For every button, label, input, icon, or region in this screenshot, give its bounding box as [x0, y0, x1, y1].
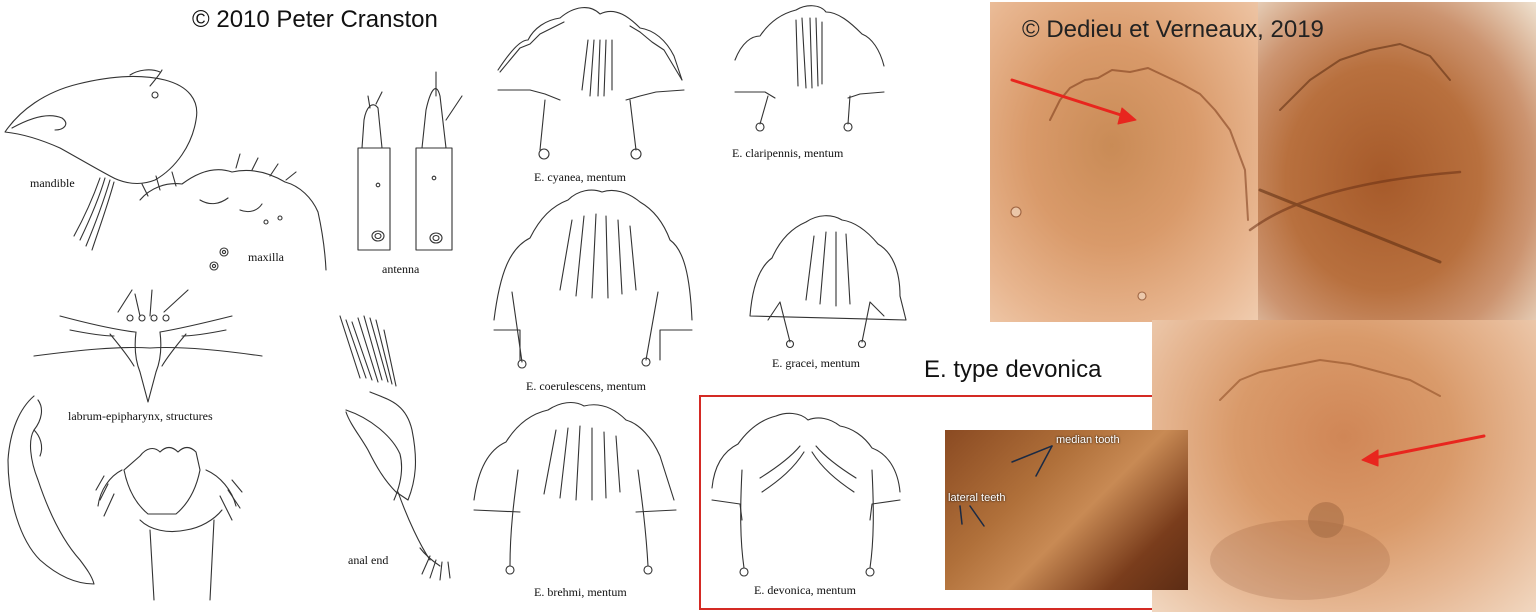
anal-end-drawing [339, 315, 451, 581]
label-antenna: antenna [382, 262, 420, 276]
label-devonica: E. devonica, mentum [754, 583, 856, 597]
label-type-devonica: E. type devonica [924, 356, 1102, 383]
arrow-photo-1 [1010, 78, 1137, 125]
mandible-drawing [4, 69, 198, 251]
credit-cranston: © 2010 Peter Cranston [192, 6, 438, 33]
label-lateral-teeth: lateral teeth [948, 492, 1006, 504]
photo-teeth-outline [1010, 43, 1462, 600]
cyanea-mentum-drawing [497, 7, 685, 160]
photo-mentum-1 [990, 2, 1260, 322]
photo-inset-devonica [945, 430, 1188, 590]
photo-mentum-2 [1152, 320, 1536, 612]
label-maxilla: maxilla [248, 250, 284, 264]
photo-head-capsule [1258, 2, 1536, 322]
label-brehmi: E. brehmi, mentum [534, 585, 627, 599]
arrow-photo-2 [1361, 434, 1486, 467]
brehmi-mentum-drawing [473, 401, 677, 575]
claripennis-mentum-drawing [734, 5, 885, 132]
inset-pointer-lines [959, 445, 1053, 527]
label-claripennis: E. claripennis, mentum [732, 146, 844, 160]
antenna-drawing [357, 71, 463, 251]
label-cyanea: E. cyanea, mentum [534, 170, 626, 184]
premandible-drawing [7, 395, 95, 585]
coerulescens-mentum-drawing [493, 189, 693, 369]
label-coerulescens: E. coerulescens, mentum [526, 379, 646, 393]
label-labrum: labrum-epipharynx, structures [68, 409, 213, 423]
gracei-mentum-drawing [749, 215, 907, 349]
label-mandible: mandible [30, 176, 75, 190]
credit-dedieu: © Dedieu et Verneaux, 2019 [1022, 16, 1324, 43]
labrum-drawing [33, 289, 263, 403]
label-gracei: E. gracei, mentum [772, 356, 860, 370]
maxilla-drawing [139, 153, 327, 271]
hypopharynx-drawing [95, 446, 243, 601]
label-anal-end: anal end [348, 553, 389, 567]
label-median-tooth: median tooth [1056, 434, 1120, 446]
